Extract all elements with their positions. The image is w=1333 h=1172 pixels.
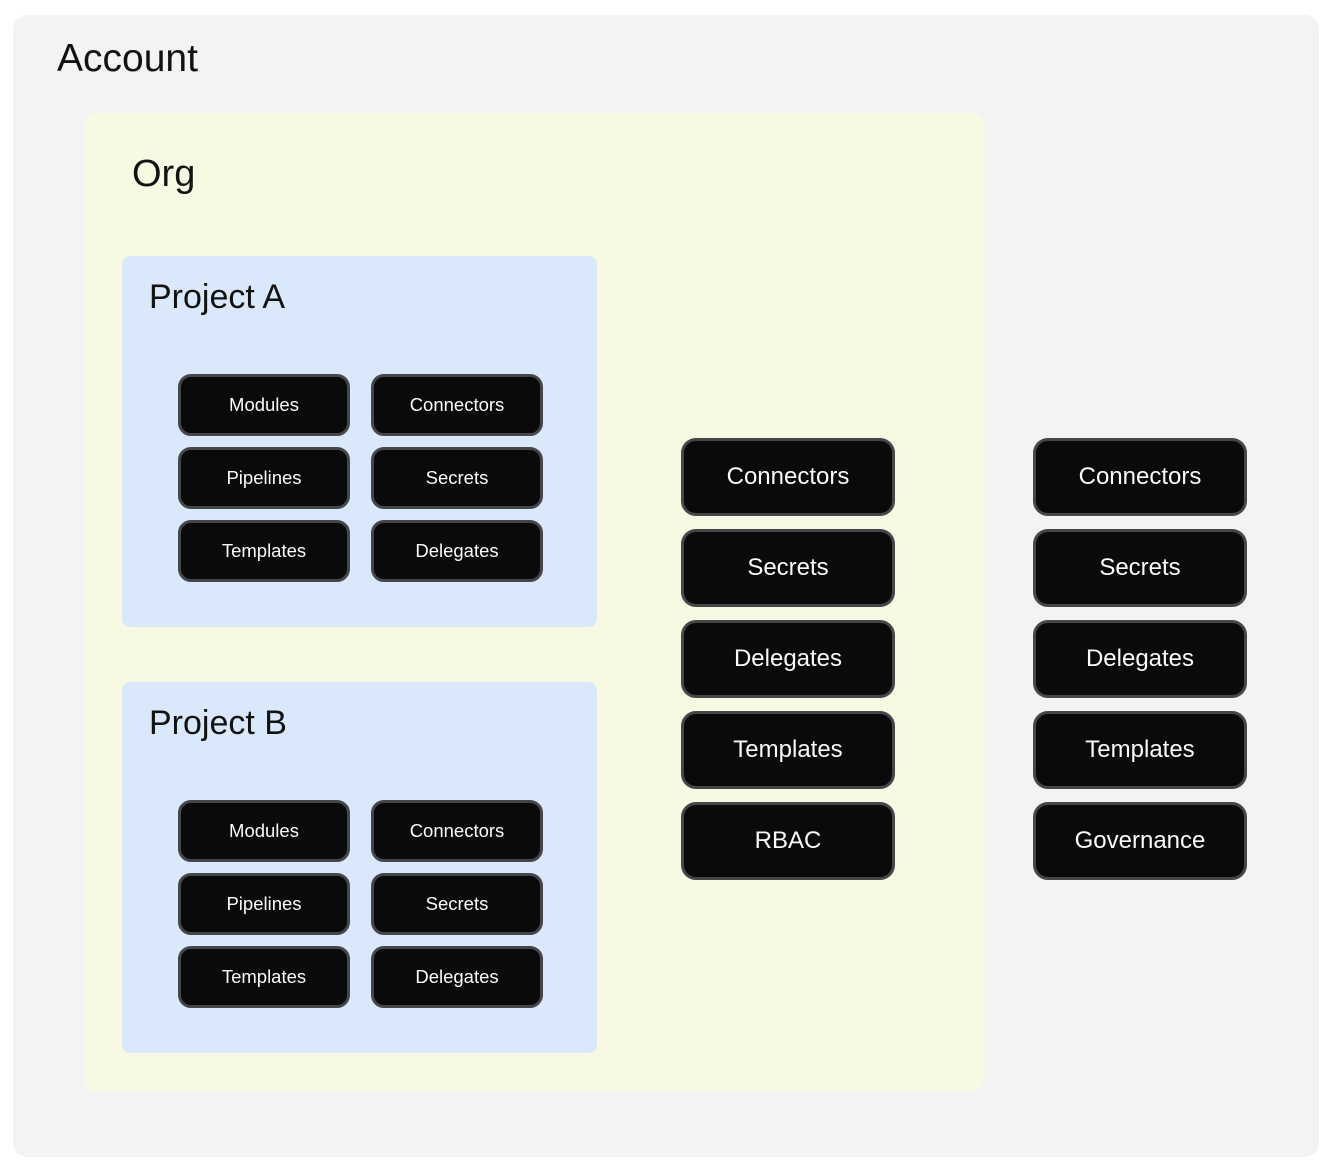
project-a-label: Project A <box>149 278 286 316</box>
account-resource-column: Connectors Secrets Delegates Templates G… <box>1033 438 1247 880</box>
project-a-modules-button[interactable]: Modules <box>178 374 350 436</box>
org-connectors-button[interactable]: Connectors <box>681 438 895 516</box>
account-delegates-button[interactable]: Delegates <box>1033 620 1247 698</box>
org-rbac-button[interactable]: RBAC <box>681 802 895 880</box>
project-b-pipelines-button[interactable]: Pipelines <box>178 873 350 935</box>
org-label: Org <box>132 153 196 195</box>
org-templates-button[interactable]: Templates <box>681 711 895 789</box>
project-a-container: Project A Modules Connectors Pipelines S… <box>122 256 597 627</box>
project-a-connectors-button[interactable]: Connectors <box>371 374 543 436</box>
project-a-resource-grid: Modules Connectors Pipelines Secrets Tem… <box>178 374 543 582</box>
project-b-container: Project B Modules Connectors Pipelines S… <box>122 682 597 1053</box>
project-b-delegates-button[interactable]: Delegates <box>371 946 543 1008</box>
org-secrets-button[interactable]: Secrets <box>681 529 895 607</box>
project-b-templates-button[interactable]: Templates <box>178 946 350 1008</box>
project-b-resource-grid: Modules Connectors Pipelines Secrets Tem… <box>178 800 543 1008</box>
org-resource-column: Connectors Secrets Delegates Templates R… <box>681 438 895 880</box>
project-a-delegates-button[interactable]: Delegates <box>371 520 543 582</box>
account-label: Account <box>57 37 198 80</box>
project-b-connectors-button[interactable]: Connectors <box>371 800 543 862</box>
project-b-label: Project B <box>149 704 287 742</box>
account-secrets-button[interactable]: Secrets <box>1033 529 1247 607</box>
org-delegates-button[interactable]: Delegates <box>681 620 895 698</box>
project-b-secrets-button[interactable]: Secrets <box>371 873 543 935</box>
org-container: Org Project A Modules Connectors Pipelin… <box>85 113 983 1091</box>
account-governance-button[interactable]: Governance <box>1033 802 1247 880</box>
project-a-templates-button[interactable]: Templates <box>178 520 350 582</box>
account-container: Account Org Project A Modules Connectors… <box>13 15 1319 1157</box>
project-a-pipelines-button[interactable]: Pipelines <box>178 447 350 509</box>
account-connectors-button[interactable]: Connectors <box>1033 438 1247 516</box>
project-b-modules-button[interactable]: Modules <box>178 800 350 862</box>
project-a-secrets-button[interactable]: Secrets <box>371 447 543 509</box>
account-templates-button[interactable]: Templates <box>1033 711 1247 789</box>
